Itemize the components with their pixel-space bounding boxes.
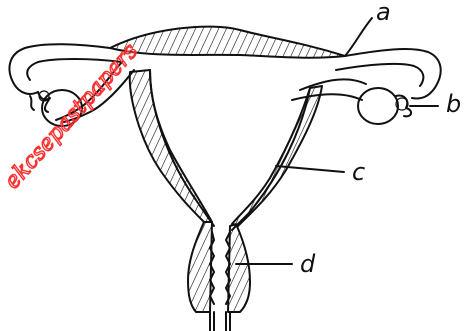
uterine-wall	[130, 70, 322, 226]
fundus-muscle	[110, 27, 345, 58]
label-a: a	[376, 0, 391, 26]
label-b: b	[446, 90, 461, 118]
right-ovary	[358, 88, 411, 124]
label-c: c	[352, 158, 365, 186]
cervix	[188, 222, 250, 331]
watermark-text: ekcsepastpapers	[0, 39, 143, 194]
label-d: d	[300, 250, 316, 278]
